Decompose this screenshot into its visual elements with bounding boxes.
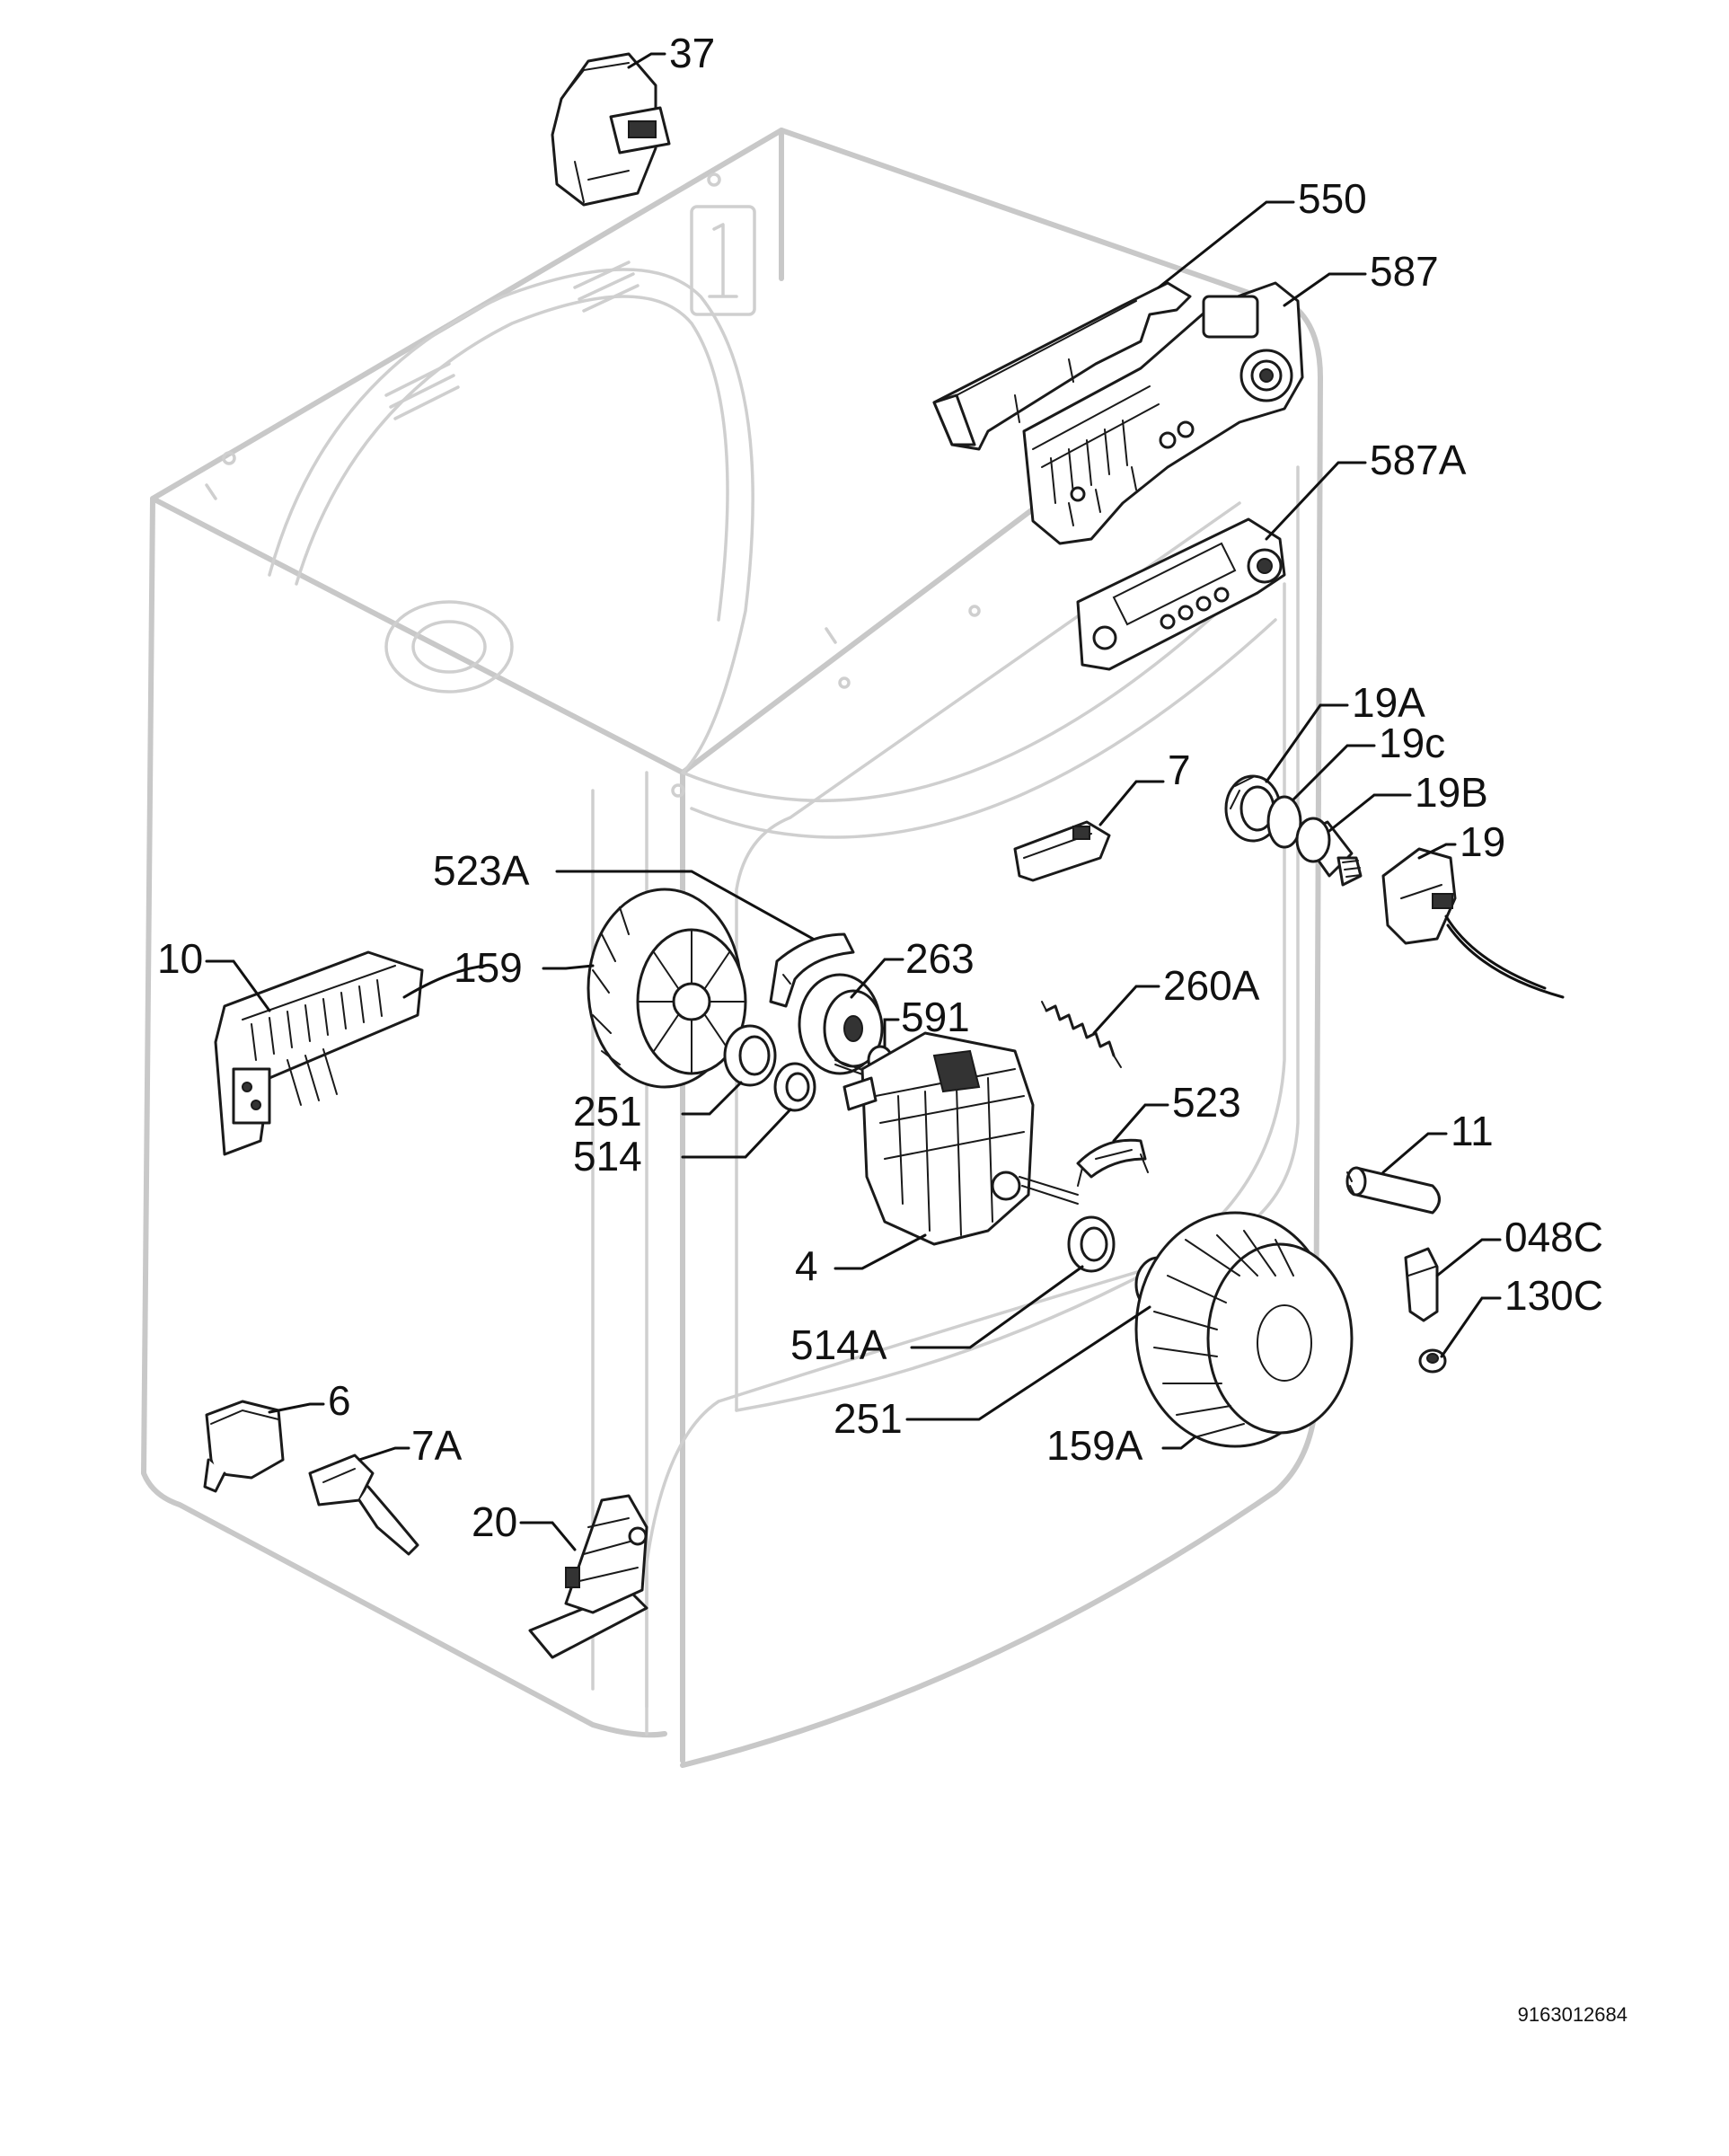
part-19-thermostat — [1381, 847, 1565, 999]
callout-251-lower: 251 — [834, 1395, 903, 1442]
leader-550 — [1157, 200, 1295, 289]
leader-159 — [542, 964, 595, 970]
part-048C-sensor — [1404, 1247, 1439, 1322]
document-number: 9163012684 — [1518, 2003, 1628, 2026]
leader-523A — [555, 870, 815, 941]
leader-587 — [1283, 272, 1367, 307]
callout-251-upper: 251 — [573, 1088, 642, 1135]
callout-19A: 19A — [1352, 679, 1425, 726]
leader-251-upper — [681, 1081, 743, 1116]
leader-523 — [1112, 1103, 1169, 1143]
part-10-heating-element — [214, 950, 487, 1156]
callout-159A: 159A — [1046, 1422, 1143, 1469]
callout-587: 587 — [1370, 248, 1439, 295]
part-159-drive-wheel — [587, 888, 747, 1089]
leader-159A — [1161, 1436, 1196, 1450]
leader-514 — [681, 1108, 792, 1159]
part-523A-motor-bracket — [769, 932, 855, 1008]
part-37-door-switch — [551, 52, 671, 207]
leader-37 — [627, 52, 666, 69]
leader-260A — [1092, 985, 1160, 1035]
leader-048C — [1435, 1238, 1502, 1277]
part-7A-switch — [308, 1454, 419, 1556]
callout-19: 19 — [1460, 818, 1505, 865]
callout-514A: 514A — [790, 1321, 887, 1368]
part-251-upper-bearing-ring — [723, 1024, 777, 1087]
callout-20: 20 — [472, 1498, 517, 1545]
leader-11 — [1381, 1132, 1448, 1174]
leader-251-lower — [905, 1305, 1151, 1421]
callout-591: 591 — [901, 994, 970, 1040]
callout-10: 10 — [157, 935, 203, 982]
leader-130C — [1440, 1296, 1502, 1358]
callout-7A: 7A — [411, 1422, 463, 1469]
callout-6: 6 — [328, 1377, 351, 1424]
part-19c-seal-ring — [1266, 795, 1302, 849]
callout-260A: 260A — [1163, 962, 1260, 1009]
callout-19c: 19c — [1379, 720, 1445, 766]
part-20-door-lock — [528, 1494, 648, 1659]
leader-591 — [883, 1018, 900, 1048]
callout-19B: 19B — [1415, 769, 1488, 816]
callout-7: 7 — [1168, 747, 1191, 793]
part-19B-bushing — [1295, 817, 1363, 887]
callout-159: 159 — [454, 944, 523, 991]
leader-7 — [1098, 780, 1165, 826]
callout-11: 11 — [1451, 1108, 1494, 1154]
leader-4 — [834, 1233, 927, 1270]
part-587A-display-panel — [1076, 517, 1286, 671]
callout-048C: 048C — [1504, 1214, 1603, 1260]
leader-10 — [205, 959, 271, 1012]
callout-523A: 523A — [433, 847, 530, 894]
part-514-bearing-ring — [773, 1062, 816, 1112]
part-19A-cap — [1224, 774, 1282, 843]
callout-labels: 37 550 587 587A 19A 19c 19B 19 7 523A 10… — [157, 30, 1603, 1545]
callout-514: 514 — [573, 1133, 642, 1180]
dryer-cabinet — [141, 128, 1323, 1768]
leader-7A — [357, 1446, 410, 1462]
part-130C-nut — [1418, 1348, 1447, 1374]
leader-263 — [850, 958, 904, 999]
leader-19B — [1328, 793, 1412, 833]
leader-19A — [1265, 703, 1349, 783]
part-4-motor — [834, 1031, 1079, 1246]
leader-19c — [1292, 744, 1376, 801]
part-159A-fan-impeller — [1134, 1211, 1354, 1448]
part-514A-bearing-ring — [1067, 1215, 1116, 1273]
leader-514A — [910, 1265, 1084, 1349]
callout-130C: 130C — [1504, 1272, 1603, 1319]
part-263-pulley — [798, 973, 884, 1075]
leader-19 — [1417, 843, 1457, 860]
part-7-micro-switch — [1013, 820, 1111, 882]
part-587-control-board — [1022, 281, 1304, 545]
callout-37: 37 — [669, 30, 715, 76]
part-523-motor-bracket — [1076, 1138, 1149, 1187]
callout-263: 263 — [905, 935, 975, 982]
callout-4: 4 — [795, 1242, 818, 1289]
callout-550: 550 — [1298, 175, 1367, 222]
part-260A-tension-spring — [1041, 1001, 1122, 1068]
callout-587A: 587A — [1370, 437, 1467, 483]
leader-587A — [1265, 461, 1367, 541]
leader-lines — [205, 52, 1502, 1551]
leader-20 — [519, 1521, 577, 1551]
part-6-relay — [203, 1400, 285, 1493]
part-11-capacitor — [1345, 1166, 1441, 1215]
callout-523: 523 — [1172, 1079, 1241, 1126]
leader-6 — [268, 1402, 325, 1414]
